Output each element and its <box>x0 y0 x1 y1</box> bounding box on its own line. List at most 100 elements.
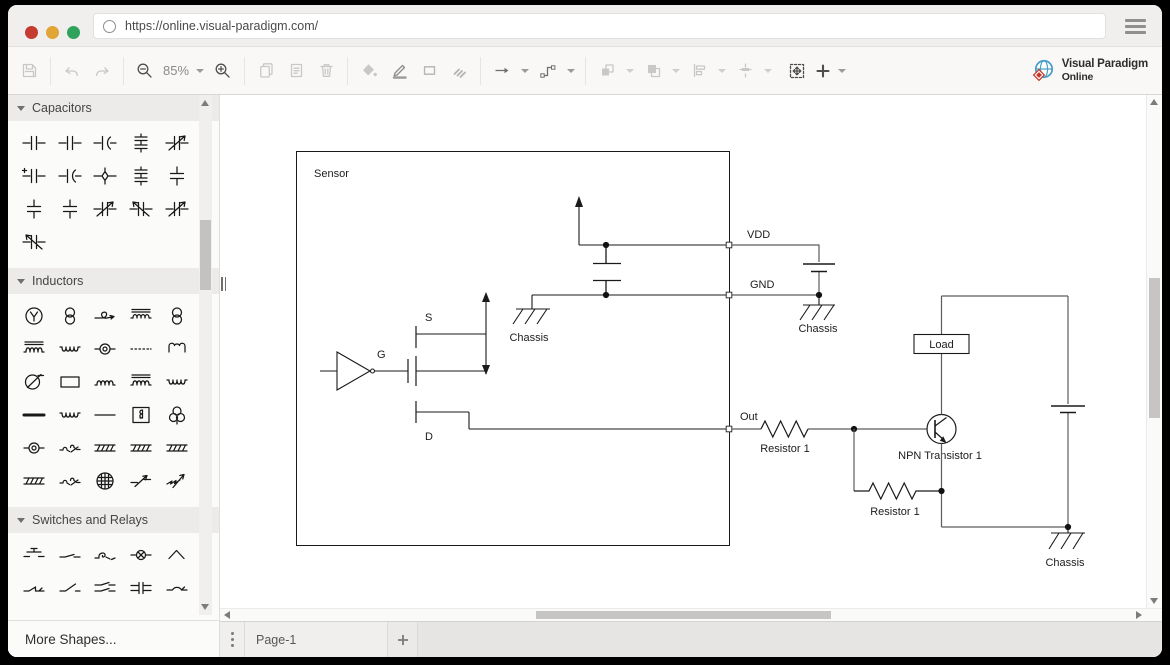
battery-cell-1[interactable] <box>803 263 835 273</box>
distribute-button[interactable] <box>730 55 760 87</box>
align-button[interactable] <box>684 55 714 87</box>
page-tab[interactable]: Page-1 <box>245 622 388 657</box>
shape-inductor-12[interactable] <box>56 372 84 392</box>
maximize-window-button[interactable] <box>67 26 80 39</box>
shape-capacitor-3[interactable] <box>91 133 119 153</box>
line-color-button[interactable] <box>384 55 414 87</box>
shape-inductor-17[interactable] <box>56 405 84 425</box>
group-dropdown-icon[interactable] <box>672 68 680 73</box>
out-external-wire[interactable]: Out <box>732 411 927 433</box>
shape-capacitor-2[interactable] <box>56 133 84 153</box>
bring-forward-button[interactable] <box>592 55 622 87</box>
scroll-up-icon[interactable] <box>201 100 209 106</box>
undo-button[interactable] <box>57 55 87 87</box>
shape-inductor-25[interactable] <box>163 438 191 458</box>
fit-to-selection-button[interactable] <box>782 55 812 87</box>
scroll-up-icon[interactable] <box>1150 99 1158 105</box>
shape-switch-7[interactable] <box>56 578 84 598</box>
more-shapes-button[interactable]: More Shapes... <box>8 620 219 657</box>
shape-capacitor-4[interactable] <box>127 133 155 153</box>
shape-inductor-9[interactable] <box>127 339 155 359</box>
mosfet-symbol[interactable]: S D <box>407 312 486 443</box>
shape-inductor-19[interactable] <box>127 405 155 425</box>
zoom-out-button[interactable] <box>130 55 160 87</box>
chassis-ground-sensor[interactable]: Chassis <box>509 295 550 344</box>
npn-transistor[interactable]: NPN Transistor 1 <box>898 413 982 463</box>
shape-inductor-26[interactable] <box>20 471 48 491</box>
address-bar[interactable]: https://online.visual-paradigm.com/ <box>93 13 1106 39</box>
minimize-window-button[interactable] <box>46 26 59 39</box>
arrow-style-dropdown-icon[interactable] <box>521 68 529 73</box>
shape-capacitor-11[interactable] <box>20 199 48 219</box>
scroll-left-icon[interactable] <box>224 611 230 619</box>
source-arrow[interactable] <box>482 292 490 375</box>
gnd-wire[interactable] <box>532 291 727 299</box>
url-text[interactable]: https://online.visual-paradigm.com/ <box>125 19 319 33</box>
paste-button[interactable] <box>281 55 311 87</box>
zoom-in-button[interactable] <box>208 55 238 87</box>
shape-switch-4[interactable] <box>127 545 155 565</box>
shape-capacitor-8[interactable] <box>91 166 119 186</box>
shape-capacitor-7[interactable] <box>56 166 84 186</box>
add-shape-button[interactable] <box>812 55 834 87</box>
shape-switch-3[interactable] <box>91 545 119 565</box>
vdd-external-wire[interactable]: VDD <box>732 229 820 292</box>
shape-inductor-27[interactable] <box>56 471 84 491</box>
scroll-down-icon[interactable] <box>1150 598 1158 604</box>
chassis-ground-bottom[interactable]: Chassis <box>1045 527 1085 569</box>
add-shape-dropdown-icon[interactable] <box>838 68 846 73</box>
group-button[interactable] <box>638 55 668 87</box>
shape-inductor-5[interactable] <box>163 306 191 326</box>
shape-style-button[interactable] <box>414 55 444 87</box>
shape-switch-8[interactable] <box>91 578 119 598</box>
shape-inductor-21[interactable] <box>20 438 48 458</box>
shape-capacitor-13[interactable] <box>91 199 119 219</box>
fill-color-button[interactable] <box>354 55 384 87</box>
redo-button[interactable] <box>87 55 117 87</box>
capacitor-symbol[interactable] <box>593 245 621 295</box>
shape-inductor-24[interactable] <box>127 438 155 458</box>
resistor-1-top[interactable]: Resistor 1 <box>760 419 810 455</box>
shape-inductor-11[interactable] <box>20 372 48 392</box>
connector-style-dropdown-icon[interactable] <box>567 68 575 73</box>
shape-capacitor-14[interactable] <box>127 199 155 219</box>
distribute-dropdown-icon[interactable] <box>764 68 772 73</box>
up-arrow-vdd-node[interactable] <box>575 196 583 245</box>
format-painter-button[interactable] <box>444 55 474 87</box>
shape-switch-9[interactable] <box>127 578 155 598</box>
horizontal-scrollbar-thumb[interactable] <box>536 611 831 619</box>
shape-inductor-7[interactable] <box>56 339 84 359</box>
shape-switch-5[interactable] <box>163 545 191 565</box>
sidebar-scrollbar[interactable] <box>199 95 212 615</box>
horizontal-scrollbar[interactable] <box>220 608 1146 621</box>
sensor-box[interactable]: Sensor <box>296 151 730 546</box>
zoom-level-dropdown-icon[interactable] <box>196 68 204 73</box>
shape-inductor-20[interactable] <box>163 405 191 425</box>
section-header-capacitors[interactable]: Capacitors <box>8 95 219 121</box>
copy-button[interactable] <box>251 55 281 87</box>
page-list-menu-button[interactable] <box>220 622 245 657</box>
shape-inductor-29[interactable] <box>127 471 155 491</box>
shape-capacitor-5[interactable] <box>163 133 191 153</box>
chassis-ground-mid[interactable]: Chassis <box>798 298 838 335</box>
shape-inductor-22[interactable] <box>56 438 84 458</box>
shape-inductor-2[interactable] <box>56 306 84 326</box>
align-dropdown-icon[interactable] <box>718 68 726 73</box>
shape-capacitor-6[interactable] <box>20 166 48 186</box>
scroll-down-icon[interactable] <box>201 604 209 610</box>
shape-inductor-18[interactable] <box>91 405 119 425</box>
sidebar-scrollbar-thumb[interactable] <box>200 220 211 290</box>
vertical-scrollbar-thumb[interactable] <box>1149 278 1160 418</box>
connector-style-button[interactable] <box>533 55 563 87</box>
save-button[interactable] <box>14 55 44 87</box>
bring-forward-dropdown-icon[interactable] <box>626 68 634 73</box>
shape-inductor-15[interactable] <box>163 372 191 392</box>
shape-capacitor-9[interactable] <box>127 166 155 186</box>
sidebar-resize-handle[interactable] <box>221 277 227 291</box>
section-header-switches-and-relays[interactable]: Switches and Relays <box>8 507 219 533</box>
resistor-1-bottom[interactable]: Resistor 1 <box>853 429 939 518</box>
shape-capacitor-12[interactable] <box>56 199 84 219</box>
shape-switch-2[interactable] <box>56 545 84 565</box>
reload-icon[interactable] <box>103 19 116 33</box>
delete-button[interactable] <box>311 55 341 87</box>
